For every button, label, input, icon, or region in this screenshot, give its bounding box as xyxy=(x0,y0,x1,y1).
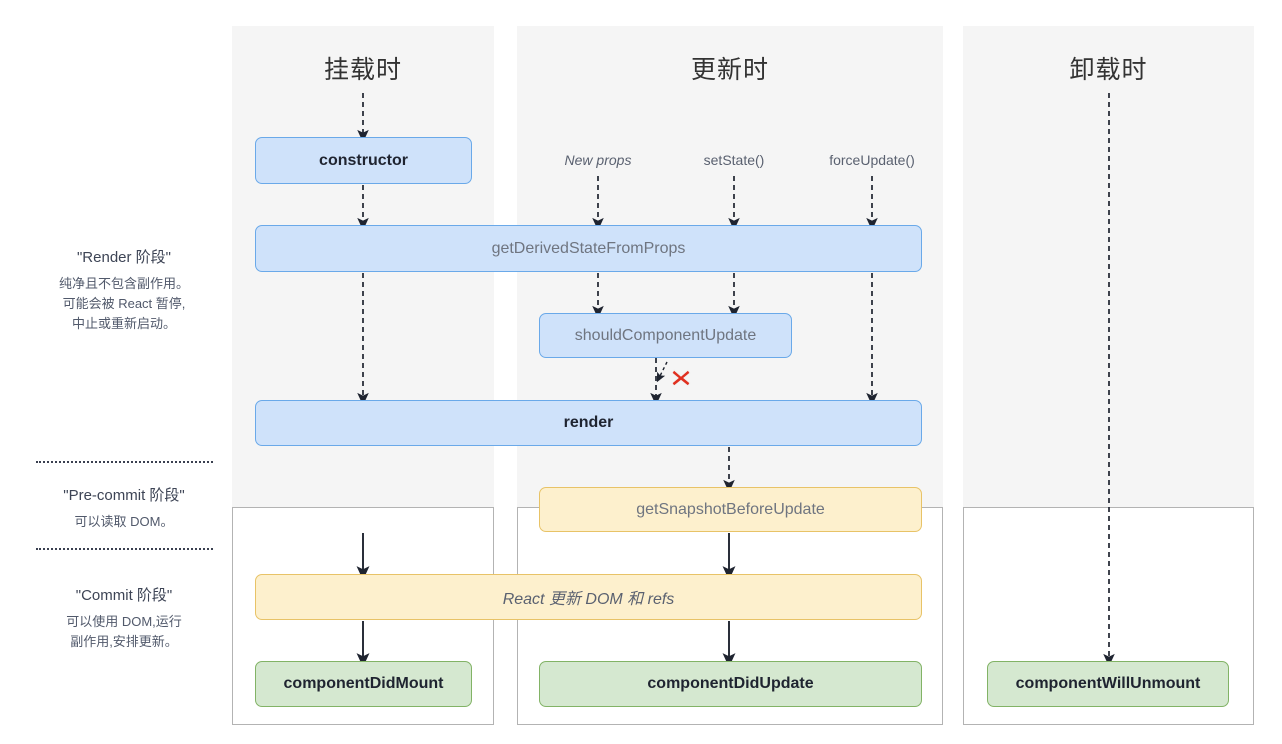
phase-commit-line-2: 副作用,安排更新。 xyxy=(70,634,178,649)
phase-commit-line-1: 可以使用 DOM,运行 xyxy=(66,614,182,629)
phase-pre-commit-line-1: 可以读取 DOM。 xyxy=(74,514,174,529)
phase-render-line-2: 可能会被 React 暂停, xyxy=(62,296,186,311)
phase-pre-commit: "Pre-commit 阶段" 可以读取 DOM。 xyxy=(19,484,229,532)
phase-commit: "Commit 阶段" 可以使用 DOM,运行 副作用,安排更新。 xyxy=(19,584,229,652)
phase-render-line-1: 纯净且不包含副作用。 xyxy=(58,276,189,291)
trigger-new-props: New props xyxy=(564,152,632,168)
phase-divider-bottom xyxy=(36,548,213,550)
phase-commit-title: "Commit 阶段" xyxy=(75,587,173,604)
column-title-mounting: 挂载时 xyxy=(323,56,402,84)
node-get-snapshot-before-update[interactable]: getSnapshotBeforeUpdate xyxy=(539,487,922,532)
phase-render: "Render 阶段" 纯净且不包含副作用。 可能会被 React 暂停, 中止… xyxy=(19,246,229,334)
node-render[interactable]: render xyxy=(255,400,922,446)
node-react-updates-dom-and-refs[interactable]: React 更新 DOM 和 refs xyxy=(255,574,922,620)
trigger-force-update: forceUpdate() xyxy=(829,152,915,168)
skip-render-x-icon xyxy=(670,367,692,389)
column-title-unmounting: 卸载时 xyxy=(1069,56,1148,84)
phase-divider-top xyxy=(36,461,213,463)
phase-pre-commit-body: 可以读取 DOM。 xyxy=(19,512,229,532)
phase-render-line-3: 中止或重新启动。 xyxy=(71,316,176,331)
column-title-updating: 更新时 xyxy=(690,56,769,84)
phase-pre-commit-title: "Pre-commit 阶段" xyxy=(63,487,185,504)
node-constructor[interactable]: constructor xyxy=(255,137,472,184)
node-component-will-unmount[interactable]: componentWillUnmount xyxy=(987,661,1229,707)
phase-render-body: 纯净且不包含副作用。 可能会被 React 暂停, 中止或重新启动。 xyxy=(19,274,229,334)
node-component-did-mount[interactable]: componentDidMount xyxy=(255,661,472,707)
node-should-component-update[interactable]: shouldComponentUpdate xyxy=(539,313,792,358)
node-get-derived-state-from-props[interactable]: getDerivedStateFromProps xyxy=(255,225,922,272)
phase-commit-body: 可以使用 DOM,运行 副作用,安排更新。 xyxy=(19,612,229,652)
phase-render-title: "Render 阶段" xyxy=(76,249,171,266)
node-component-did-update[interactable]: componentDidUpdate xyxy=(539,661,922,707)
trigger-set-state: setState() xyxy=(703,152,765,168)
